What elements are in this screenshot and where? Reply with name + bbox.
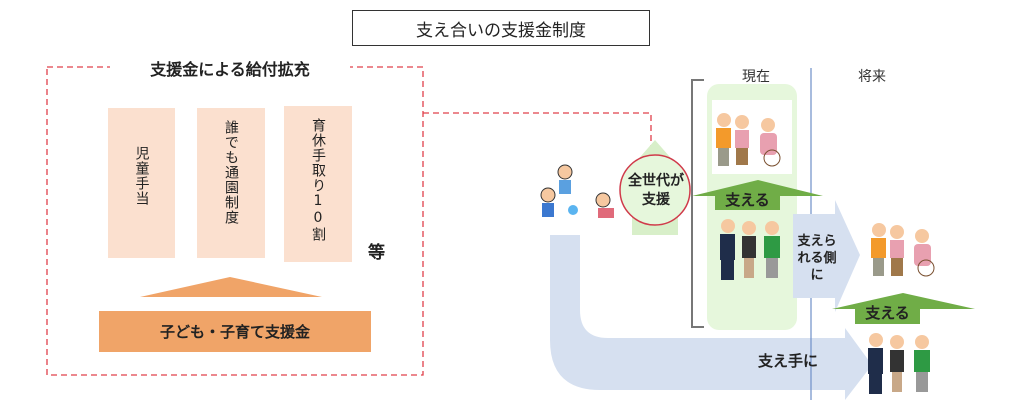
elderly-future	[871, 223, 935, 277]
children-illustration	[540, 164, 614, 218]
supporter-arrow	[550, 235, 872, 400]
triangle-arrow	[140, 277, 322, 297]
present-label: 現在	[742, 69, 770, 85]
benefits-heading: 支援金による給付拡充	[110, 56, 350, 80]
workers-future	[868, 333, 930, 394]
support-arrow-future	[832, 293, 975, 324]
pillar-label: 育休手取り10割	[310, 118, 326, 242]
support-label-future: 支える	[865, 304, 910, 322]
pillar-label: 誰でも通園制度	[223, 120, 239, 225]
support-fund-bar: 子ども・子育て支援金	[99, 311, 371, 352]
benefits-dashed-box	[46, 66, 424, 376]
pillar-parental-leave: 育休手取り10割	[284, 106, 352, 262]
all-generations-label: 全世代が支援	[628, 173, 684, 208]
bracket	[691, 79, 704, 328]
become-supported-arrow	[793, 200, 860, 312]
future-label: 将来	[858, 69, 886, 85]
etc-label: 等	[368, 243, 385, 263]
become-supporter-label: 支え手に	[758, 352, 819, 370]
diagram-title: 支え合いの支援金制度	[352, 10, 650, 46]
elderly-present	[716, 113, 781, 167]
workers-present	[720, 219, 780, 280]
support-arrow-present	[692, 180, 823, 210]
support-label-present: 支える	[725, 191, 770, 209]
dashed-connector	[423, 112, 652, 165]
all-gen-circle	[619, 154, 691, 226]
become-supported-label: 支えられる側に	[797, 234, 837, 283]
pillar-label: 児童手当	[133, 146, 150, 206]
pillar-child-allowance: 児童手当	[108, 108, 175, 258]
pillar-childcare-access: 誰でも通園制度	[197, 108, 265, 258]
